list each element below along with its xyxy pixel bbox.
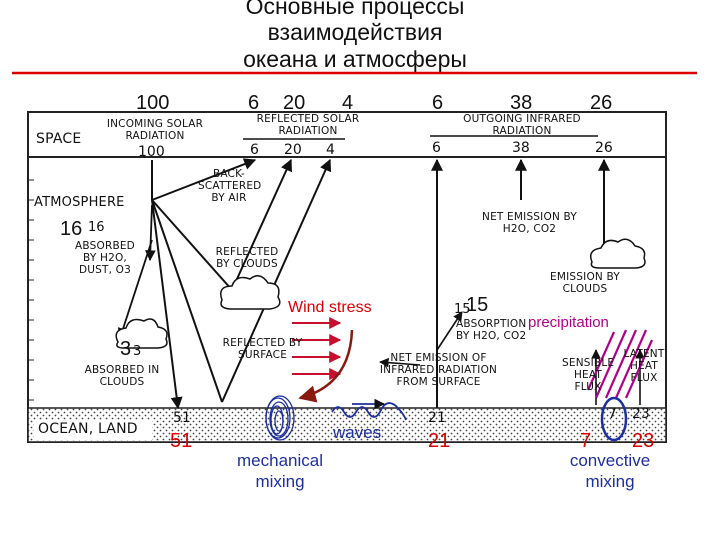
wind-stress-arrows xyxy=(292,317,342,380)
cloud-emission xyxy=(589,238,646,269)
ocean-7-overlay: 7 xyxy=(580,430,592,452)
atm-15-overlay: 15 xyxy=(466,294,489,316)
atm-16-overlay: 16 xyxy=(60,218,83,240)
waves-label: waves xyxy=(333,423,382,442)
precipitation-label: precipitation xyxy=(528,314,609,331)
refl-4: 4 xyxy=(326,142,335,158)
outgoing-label: OUTGOING INFRARED RADIATION xyxy=(463,113,581,137)
ocean-21-overlay: 21 xyxy=(428,430,451,452)
ocean-land-label-box xyxy=(34,420,152,440)
atmosphere-label: ATMOSPHERE xyxy=(34,195,125,210)
top-value-4: 4 xyxy=(342,92,354,114)
ray-to-cloud xyxy=(151,199,233,291)
reflected-solar-label: REFLECTED SOLAR RADIATION xyxy=(256,113,360,137)
mechanical-mixing-label: mechanical mixing xyxy=(237,451,323,491)
incoming-value: 100 xyxy=(138,144,165,160)
ir-absorption-arrow xyxy=(436,311,463,351)
reflected-clouds-label: REFLECTED BY CLOUDS xyxy=(215,246,279,270)
ocean-51-overlay: 51 xyxy=(170,430,193,452)
ray-cloud-up xyxy=(231,158,293,291)
atm-16-figure: 16 xyxy=(88,220,105,235)
ocean-7-figure: 7 xyxy=(608,406,617,422)
ocean-23-overlay: 23 xyxy=(632,430,655,452)
convective-mixing-ellipse xyxy=(600,396,628,442)
top-value-20: 20 xyxy=(283,92,306,114)
backscattered-label: BACK-SCATTERED BY AIR xyxy=(198,168,262,204)
cloud-reflect xyxy=(220,275,281,310)
title-line-1: Основные процессы xyxy=(245,0,465,19)
mechanical-mixing-spiral xyxy=(265,395,295,441)
ray-to-surface-reflect xyxy=(151,199,223,403)
net-emission-surface-label: NET EMISSION OF INFRARED RADIATION FROM … xyxy=(379,352,498,388)
left-scale xyxy=(28,179,34,401)
ray-backscatter-up xyxy=(151,158,257,201)
ray-to-surface xyxy=(151,199,183,410)
title-line-2: взаимодействия xyxy=(267,19,443,45)
out-38: 38 xyxy=(512,140,530,156)
top-value-6a: 6 xyxy=(248,92,260,114)
ocean-51-figure: 51 xyxy=(173,410,191,426)
top-value-38: 38 xyxy=(510,92,533,114)
absorption-label: ABSORPTION BY H2O, CO2 xyxy=(456,318,527,342)
top-value-26: 26 xyxy=(590,92,613,114)
clouds-3-figure: 3 xyxy=(133,344,142,359)
ray-surface-up xyxy=(221,158,332,403)
latent-heat-label: LATENT HEAT FLUX xyxy=(623,348,665,384)
absorption-value: 15 xyxy=(454,302,471,317)
refl-6: 6 xyxy=(250,142,259,158)
precipitation-hatch xyxy=(586,329,654,399)
ray-to-clouds-absorbed xyxy=(117,239,153,340)
convective-mixing-label: convective mixing xyxy=(569,451,651,491)
ray-to-atmosphere xyxy=(144,204,156,262)
reflected-surface-label: REFLECTED BY SURFACE xyxy=(222,337,303,361)
top-value-100: 100 xyxy=(136,92,170,114)
ocean-land-label: OCEAN, LAND xyxy=(38,421,138,437)
waves-curve xyxy=(331,402,407,421)
ocean-23-figure: 23 xyxy=(632,406,650,422)
absorbed-dust-label: ABSORBED BY H2O, DUST, O3 xyxy=(75,240,135,276)
surface-emission-arrow xyxy=(379,357,421,368)
absorbed-clouds-label: ABSORBED IN CLOUDS xyxy=(84,364,160,388)
ocean-21-figure: 21 xyxy=(428,410,446,426)
emission-clouds-label: EMISSION BY CLOUDS xyxy=(550,271,620,295)
title-line-3: океана и атмосферы xyxy=(243,46,467,72)
top-value-6b: 6 xyxy=(432,92,444,114)
sensible-heat-label: SENSIBLE HEAT FLUX xyxy=(562,357,615,393)
cloud-absorb xyxy=(115,318,168,349)
space-label: SPACE xyxy=(36,131,82,147)
wind-to-ocean-arrow xyxy=(298,329,354,403)
out-26: 26 xyxy=(595,140,613,156)
wind-stress-label: Wind stress xyxy=(288,299,372,316)
clouds-3-overlay: 3 xyxy=(120,338,132,360)
refl-20: 20 xyxy=(284,142,302,158)
out-6: 6 xyxy=(432,140,441,156)
incoming-label: INCOMING SOLAR RADIATION xyxy=(106,118,204,142)
net-emission-h2o-label: NET EMISSION BY H2O, CO2 xyxy=(482,211,577,235)
